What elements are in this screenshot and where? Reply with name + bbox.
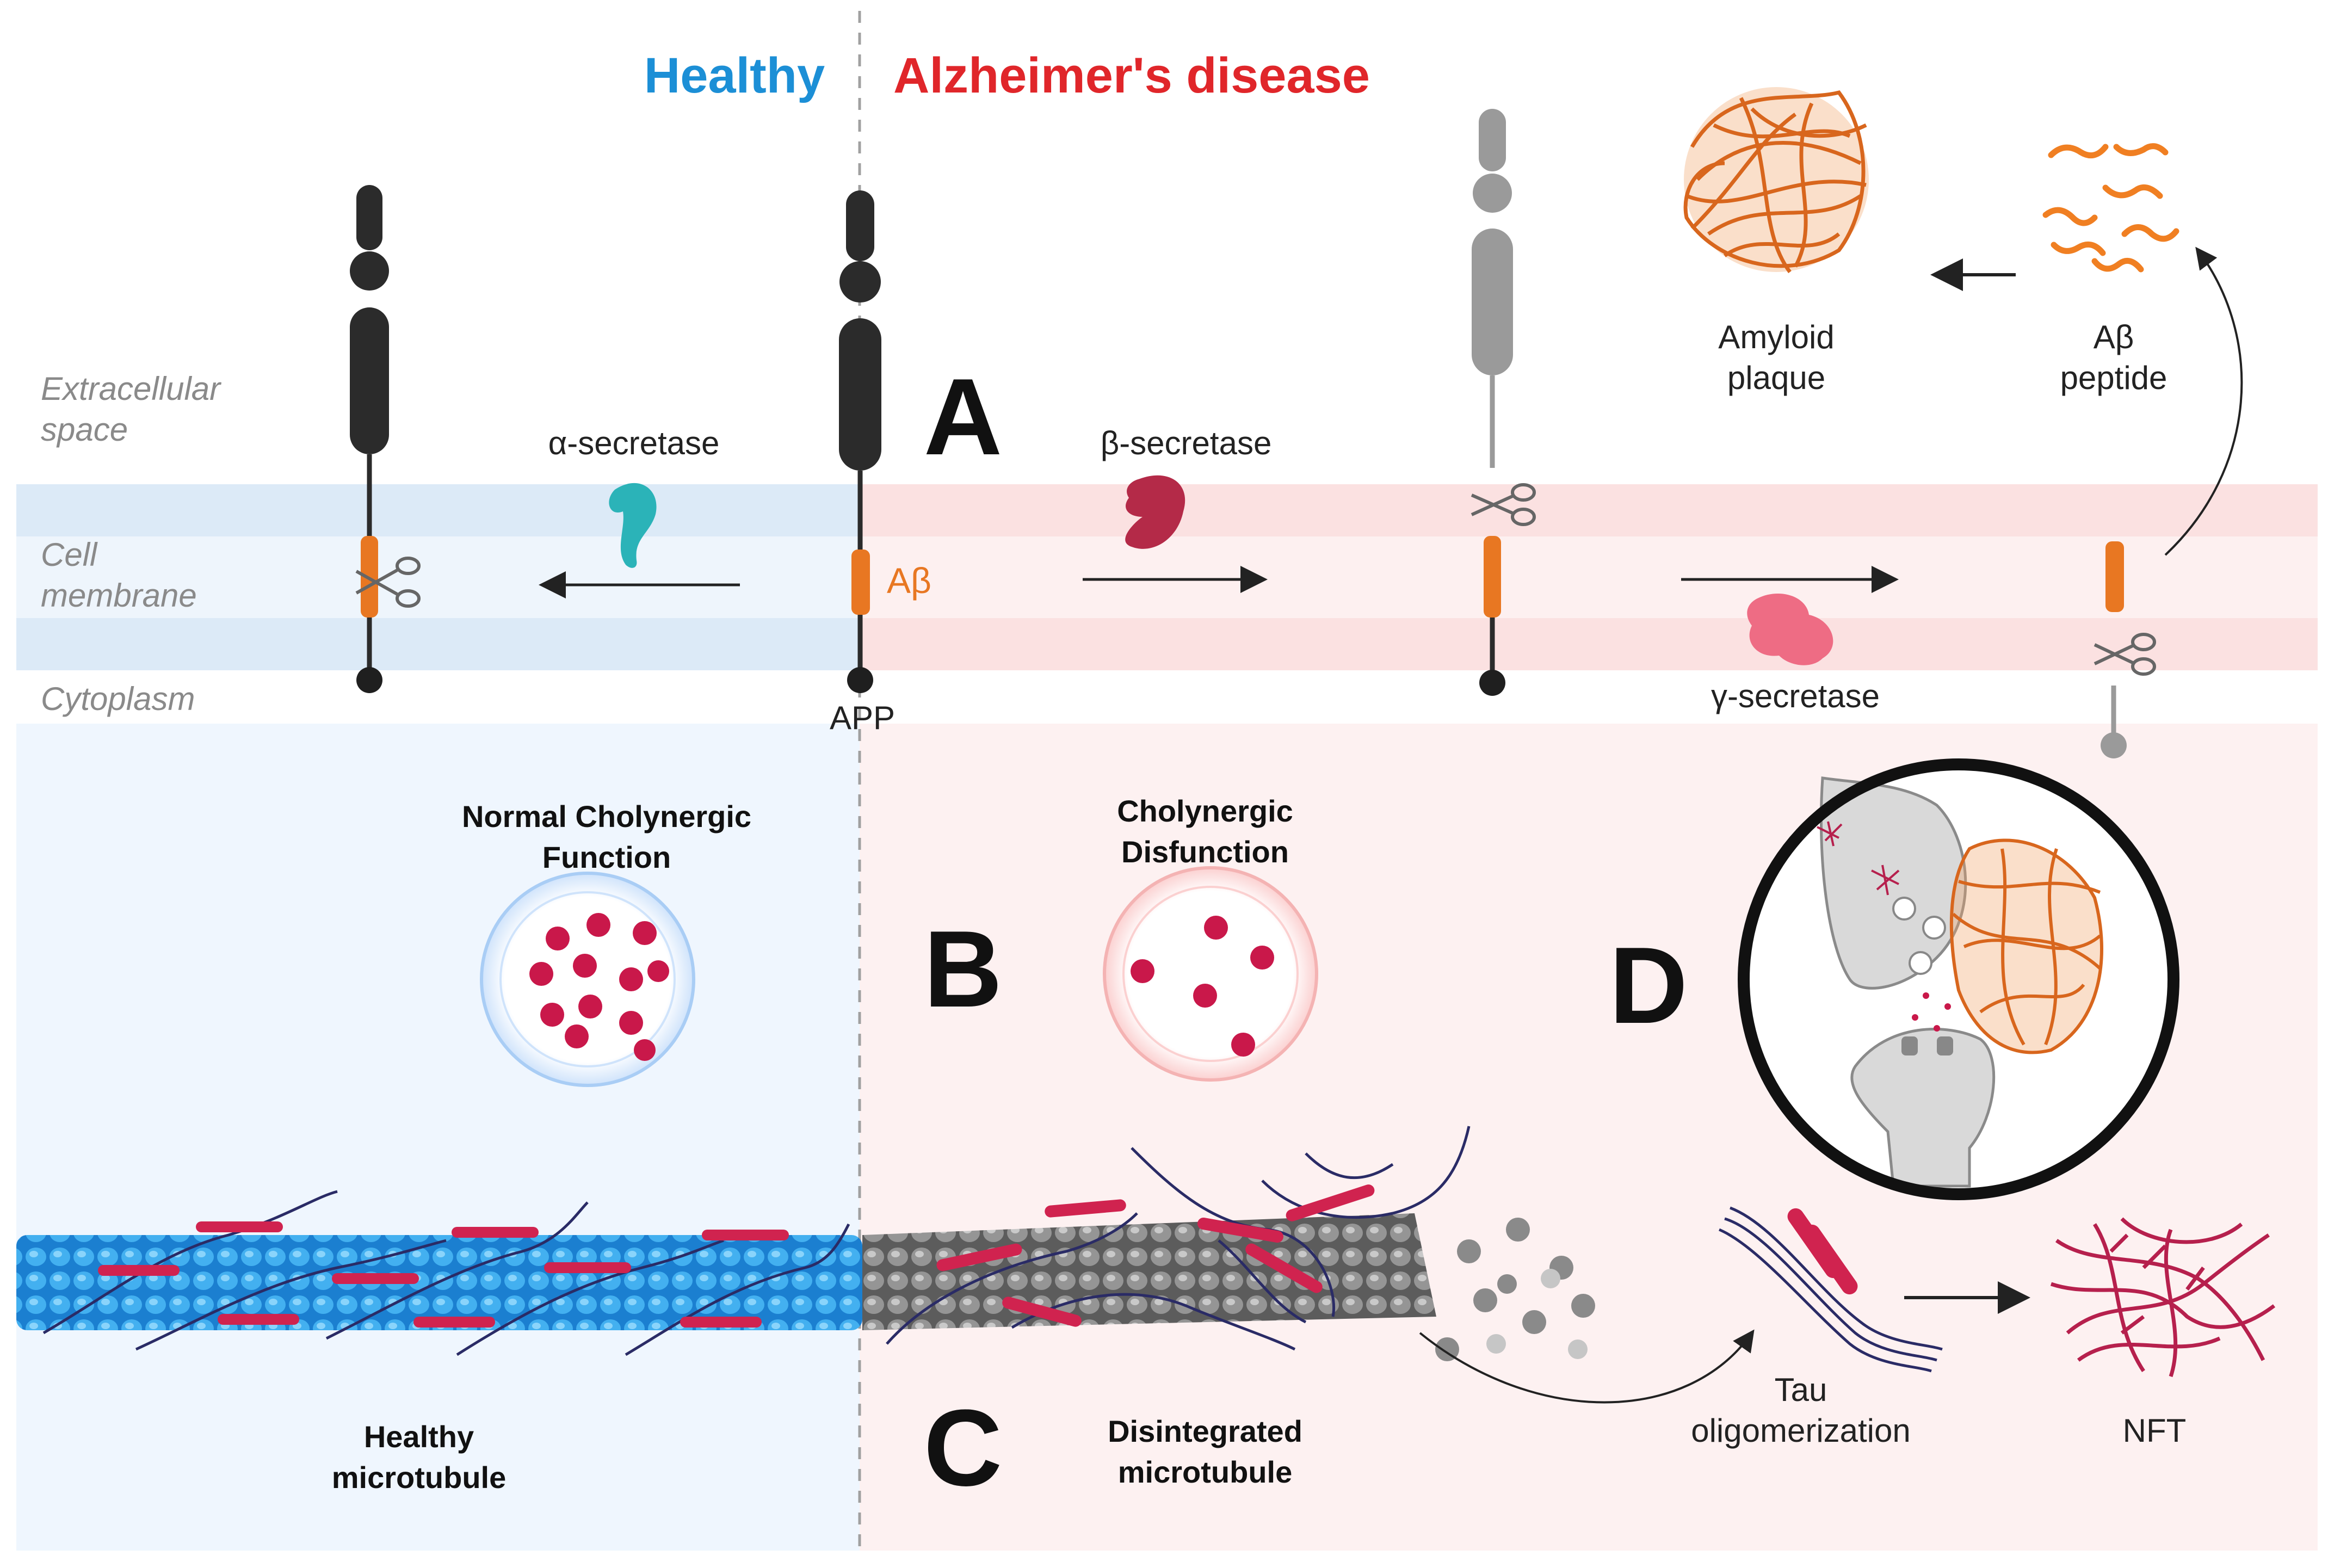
app-protein xyxy=(839,190,881,693)
healthy-microtubule xyxy=(16,1190,862,1356)
disintegrated-microtubule-line2: microtubule xyxy=(1118,1455,1292,1489)
healthy-header: Healthy xyxy=(644,48,825,103)
panel-letter-a: A xyxy=(924,356,1002,478)
abeta-peptide-label-line2: peptide xyxy=(2060,360,2168,396)
region-extracellular-line2: space xyxy=(41,411,128,448)
released-abeta xyxy=(2105,541,2124,612)
disintegrated-microtubule xyxy=(862,1126,1595,1361)
app-alpha-cleaved xyxy=(350,185,389,693)
tau-oligomer-icon xyxy=(1719,1206,1943,1373)
disintegrated-microtubule-line1: Disintegrated xyxy=(1108,1414,1302,1448)
region-membrane-line1: Cell xyxy=(41,536,98,573)
gamma-secretase-label: γ-secretase xyxy=(1711,678,1880,714)
nft-icon xyxy=(2050,1217,2276,1378)
scissors-icon-alpha xyxy=(355,557,421,608)
scissors-icon-gamma xyxy=(2094,633,2156,676)
healthy-panel-bg xyxy=(16,724,860,1551)
app-beta-cleaved xyxy=(1472,109,1513,696)
abeta-peptides-icon xyxy=(2042,143,2179,273)
panel-letter-b: B xyxy=(924,909,1002,1030)
region-membrane-line2: membrane xyxy=(41,577,197,614)
gamma-secretase-enzyme xyxy=(1747,594,1833,665)
synapse-magnifier xyxy=(1738,758,2179,1200)
scissors-icon-beta xyxy=(1471,483,1536,526)
disease-header: Alzheimer's disease xyxy=(893,48,1370,103)
tau-curved-arrow xyxy=(1419,1329,1755,1404)
beta-secretase-enzyme xyxy=(1125,475,1185,549)
app-stub-end xyxy=(2101,732,2127,758)
vesicle-healthy xyxy=(480,872,695,1087)
amyloid-plaque-label-line1: Amyloid xyxy=(1718,319,1834,355)
cell-membrane xyxy=(16,484,2318,670)
alpha-secretase-label: α-secretase xyxy=(548,425,720,461)
healthy-microtubule-line2: microtubule xyxy=(332,1460,506,1495)
alpha-secretase-enzyme xyxy=(609,483,657,568)
nft-label: NFT xyxy=(2123,1412,2187,1449)
panel-letter-c: C xyxy=(924,1387,1002,1509)
normal-cholinergic-line1: Normal Cholynergic xyxy=(462,799,751,834)
tau-oligomerization-line1: Tau xyxy=(1775,1372,1827,1408)
abeta-inline-label: Aβ xyxy=(887,560,931,601)
normal-cholinergic-line2: Function xyxy=(542,840,671,874)
vesicle-disease xyxy=(1103,866,1318,1082)
healthy-microtubule-line1: Healthy xyxy=(364,1419,474,1454)
amyloid-plaque-icon xyxy=(1683,87,1869,274)
tau-oligomerization-line2: oligomerization xyxy=(1691,1412,1911,1449)
region-cytoplasm: Cytoplasm xyxy=(41,681,195,717)
app-label: APP xyxy=(830,700,895,736)
abeta-peptide-label-line1: Aβ xyxy=(2094,319,2134,355)
abeta-curved-arrow xyxy=(2164,246,2243,556)
cholinergic-dysfunction-line1: Cholynergic xyxy=(1117,794,1293,828)
panel-letter-d: D xyxy=(1609,925,1688,1046)
amyloid-plaque-label-line2: plaque xyxy=(1727,360,1825,396)
region-extracellular-line1: Extracellular xyxy=(41,371,221,407)
beta-secretase-label: β-secretase xyxy=(1101,425,1272,461)
cholinergic-dysfunction-line2: Disfunction xyxy=(1121,835,1289,869)
